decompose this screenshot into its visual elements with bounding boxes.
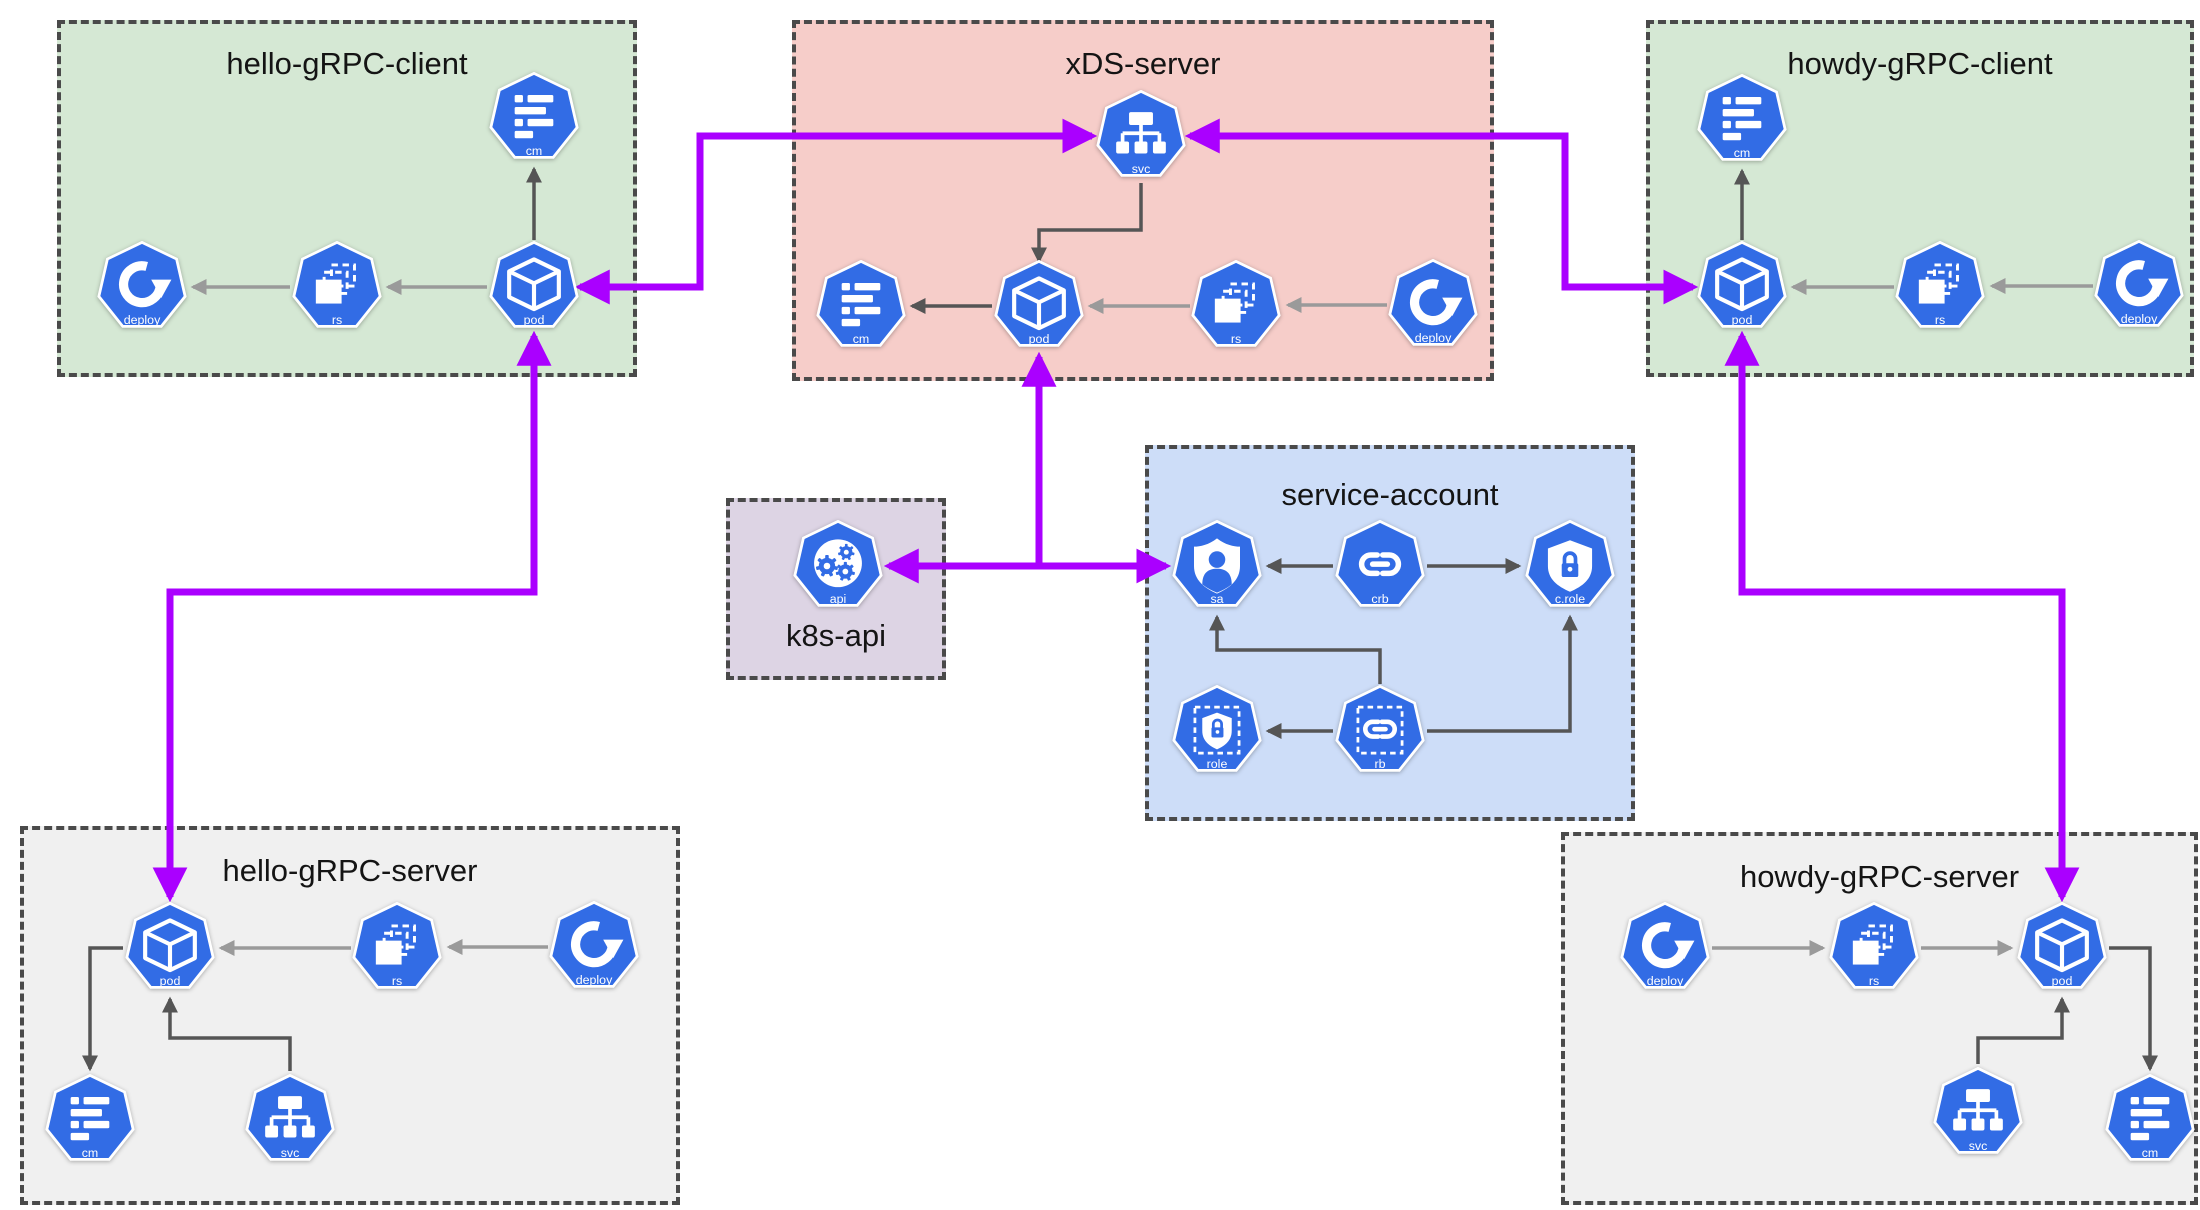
icon-label: svc [1132, 162, 1151, 176]
node-xds-server-svc: svc [1096, 90, 1186, 177]
node-service-account-crb: crb [1335, 520, 1425, 607]
icon-label: pod [2052, 974, 2073, 988]
node-hello-grpc-client-pod: pod [489, 241, 579, 328]
node-howdy-grpc-server-deploy: deploy [1620, 902, 1710, 989]
node-service-account-role: role [1172, 685, 1262, 772]
edge-howdy-server-svc__pod [1976, 996, 2071, 1064]
icon-label: pod [524, 313, 545, 327]
node-hello-grpc-server-cm: cm [45, 1074, 135, 1161]
node-xds-server-cm: cm [816, 260, 906, 347]
group-title-howdy-grpc-client: howdy-gRPC-client [1787, 46, 2053, 81]
icon-label: svc [281, 1146, 300, 1160]
node-k8s-api-api: api [793, 520, 883, 607]
node-xds-server-pod: pod [994, 260, 1084, 347]
deploy-icon [549, 901, 639, 988]
icon-label: cm [1734, 146, 1751, 160]
node-howdy-grpc-client-cm: cm [1697, 74, 1787, 161]
node-hello-grpc-client-cm: cm [489, 72, 579, 159]
icon-label: rs [1231, 332, 1241, 346]
node-hello-grpc-server-pod: pod [125, 902, 215, 989]
icon-label: rs [392, 974, 402, 988]
node-xds-server-rs: rs [1191, 260, 1281, 347]
icon-label: rs [1869, 974, 1879, 988]
icon-label: deploy [1415, 331, 1452, 345]
edge-hello-server-svc__pod [161, 996, 292, 1071]
node-howdy-grpc-server-rs: rs [1829, 902, 1919, 989]
cm-icon [2105, 1074, 2195, 1161]
icon-label: api [830, 592, 847, 606]
icon-label: sa [1210, 592, 1223, 606]
icon-label: pod [1029, 332, 1050, 346]
node-service-account-sa: sa [1172, 520, 1262, 607]
icon-label: rb [1374, 757, 1385, 771]
node-hello-grpc-client-deploy: deploy [97, 241, 187, 328]
edge-rb__crole [1427, 614, 1579, 733]
node-hello-grpc-server-rs: rs [352, 902, 442, 989]
node-service-account-rb: rb [1335, 685, 1425, 772]
deploy-icon [1620, 902, 1710, 989]
node-howdy-grpc-server-pod: pod [2017, 902, 2107, 989]
group-title-service-account: service-account [1281, 477, 1499, 512]
icon-label: svc [1969, 1139, 1988, 1153]
node-howdy-grpc-client-pod: pod [1697, 241, 1787, 328]
icon-label: deploy [1647, 974, 1684, 988]
icon-label: role [1207, 757, 1228, 771]
icon-label: cm [82, 1146, 99, 1160]
group-title-k8s-api: k8s-api [786, 618, 886, 653]
icon-label: deploy [576, 973, 613, 987]
node-xds-server-deploy: deploy [1388, 259, 1478, 346]
node-hello-grpc-client-rs: rs [292, 241, 382, 328]
icon-label: deploy [2121, 312, 2158, 326]
icon-label: cm [2142, 1146, 2159, 1160]
icon-label: cm [526, 144, 543, 158]
node-service-account-crole: c.role [1525, 520, 1615, 607]
edge-howdy-client-pod__xds-svc [1184, 118, 1699, 305]
icon-label: crb [1371, 592, 1388, 606]
icon-label: rs [332, 313, 342, 327]
icon-label: c.role [1555, 592, 1585, 606]
icon-label: deploy [124, 313, 161, 327]
group-title-xds-server: xDS-server [1065, 46, 1221, 81]
icon-label: pod [160, 974, 181, 988]
icon-label: rs [1935, 313, 1945, 327]
edge-hello-client-pod__hello-server-pod [152, 330, 552, 903]
edge-howdy-server-pod__cm [2109, 946, 2159, 1072]
group-title-hello-grpc-client: hello-gRPC-client [226, 46, 468, 81]
edge-hello-client-pod__xds-svc [574, 118, 1098, 305]
node-hello-grpc-server-deploy: deploy [549, 901, 639, 988]
edge-howdy-client-pod__howdy-server-pod [1724, 330, 2080, 903]
icon-label: pod [1732, 313, 1753, 327]
icon-label: cm [853, 332, 870, 346]
deploy-icon [97, 241, 187, 328]
cm-icon [489, 72, 579, 159]
node-hello-grpc-server-svc: svc [245, 1074, 335, 1161]
node-howdy-grpc-client-rs: rs [1895, 241, 1985, 328]
node-howdy-grpc-server-svc: svc [1933, 1067, 2023, 1154]
deploy-icon [2094, 240, 2184, 327]
edge-rb__sa [1208, 614, 1382, 684]
cm-icon [1697, 74, 1787, 161]
cm-icon [45, 1074, 135, 1161]
node-howdy-grpc-server-cm: cm [2105, 1074, 2195, 1161]
edge-xds-svc__pod [1030, 183, 1143, 264]
edge-hello-server-pod__cm [81, 946, 123, 1072]
node-howdy-grpc-client-deploy: deploy [2094, 240, 2184, 327]
